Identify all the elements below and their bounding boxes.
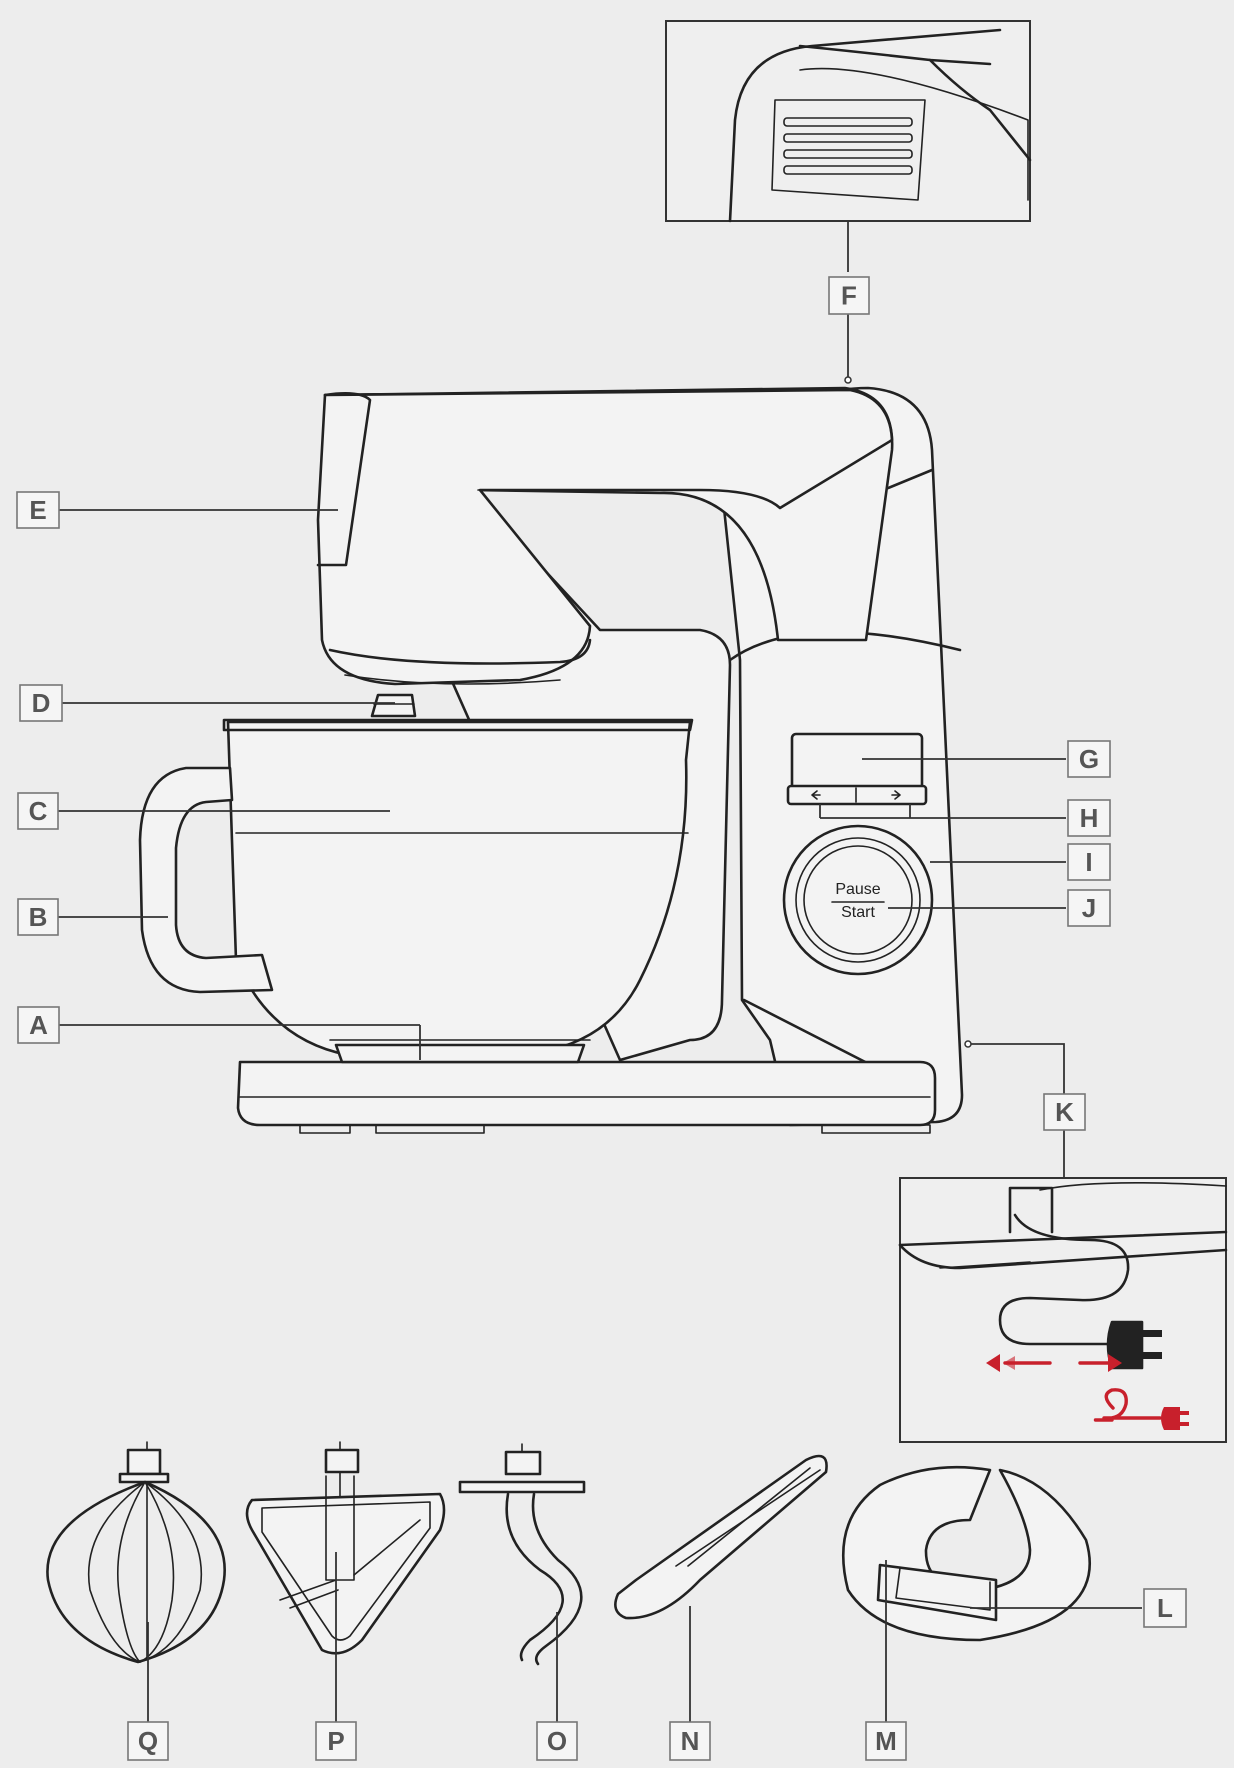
pause-label: Pause — [835, 881, 880, 898]
svg-text:H: H — [1080, 803, 1099, 833]
label-J: J — [1067, 889, 1111, 927]
svg-text:Q: Q — [138, 1726, 158, 1756]
svg-text:G: G — [1079, 744, 1099, 774]
svg-text:M: M — [875, 1726, 897, 1756]
label-E: E — [16, 491, 60, 529]
vent-slots — [783, 117, 913, 175]
leader-lines — [58, 221, 1142, 1752]
flat-beater-attachment — [245, 1441, 446, 1655]
cable-detail-inset — [898, 1177, 1228, 1443]
label-Q: Q — [127, 1721, 169, 1761]
label-F: F — [828, 276, 870, 315]
svg-text:P: P — [327, 1726, 344, 1756]
label-P: P — [315, 1721, 357, 1761]
label-B: B — [17, 898, 59, 936]
svg-text:I: I — [1085, 847, 1092, 877]
label-O: O — [536, 1721, 578, 1761]
svg-text:A: A — [29, 1010, 48, 1040]
svg-text:B: B — [29, 902, 48, 932]
label-A: A — [17, 1006, 60, 1044]
label-L: L — [1143, 1588, 1187, 1628]
svg-text:F: F — [841, 281, 857, 311]
label-C: C — [17, 792, 59, 830]
svg-text:N: N — [681, 1726, 700, 1756]
label-D: D — [19, 684, 63, 722]
label-M: M — [865, 1721, 907, 1761]
svg-text:O: O — [547, 1726, 567, 1756]
stand-mixer: Pause Start — [138, 386, 964, 1134]
svg-text:C: C — [29, 796, 48, 826]
whisk-attachment — [46, 1441, 226, 1664]
svg-text:J: J — [1082, 893, 1096, 923]
label-K: K — [1043, 1093, 1086, 1131]
svg-text:D: D — [32, 688, 51, 718]
svg-text:E: E — [29, 495, 46, 525]
label-H: H — [1067, 799, 1111, 837]
label-N: N — [669, 1721, 711, 1761]
svg-text:K: K — [1055, 1097, 1074, 1127]
vent-detail-inset — [665, 20, 1032, 223]
dough-hook-attachment — [458, 1443, 586, 1666]
spatula-accessory — [614, 1454, 828, 1620]
label-I: I — [1067, 843, 1111, 881]
label-G: G — [1067, 740, 1111, 778]
svg-text:L: L — [1157, 1593, 1173, 1623]
start-label: Start — [841, 904, 875, 921]
splash-guard-accessory — [841, 1465, 1092, 1642]
